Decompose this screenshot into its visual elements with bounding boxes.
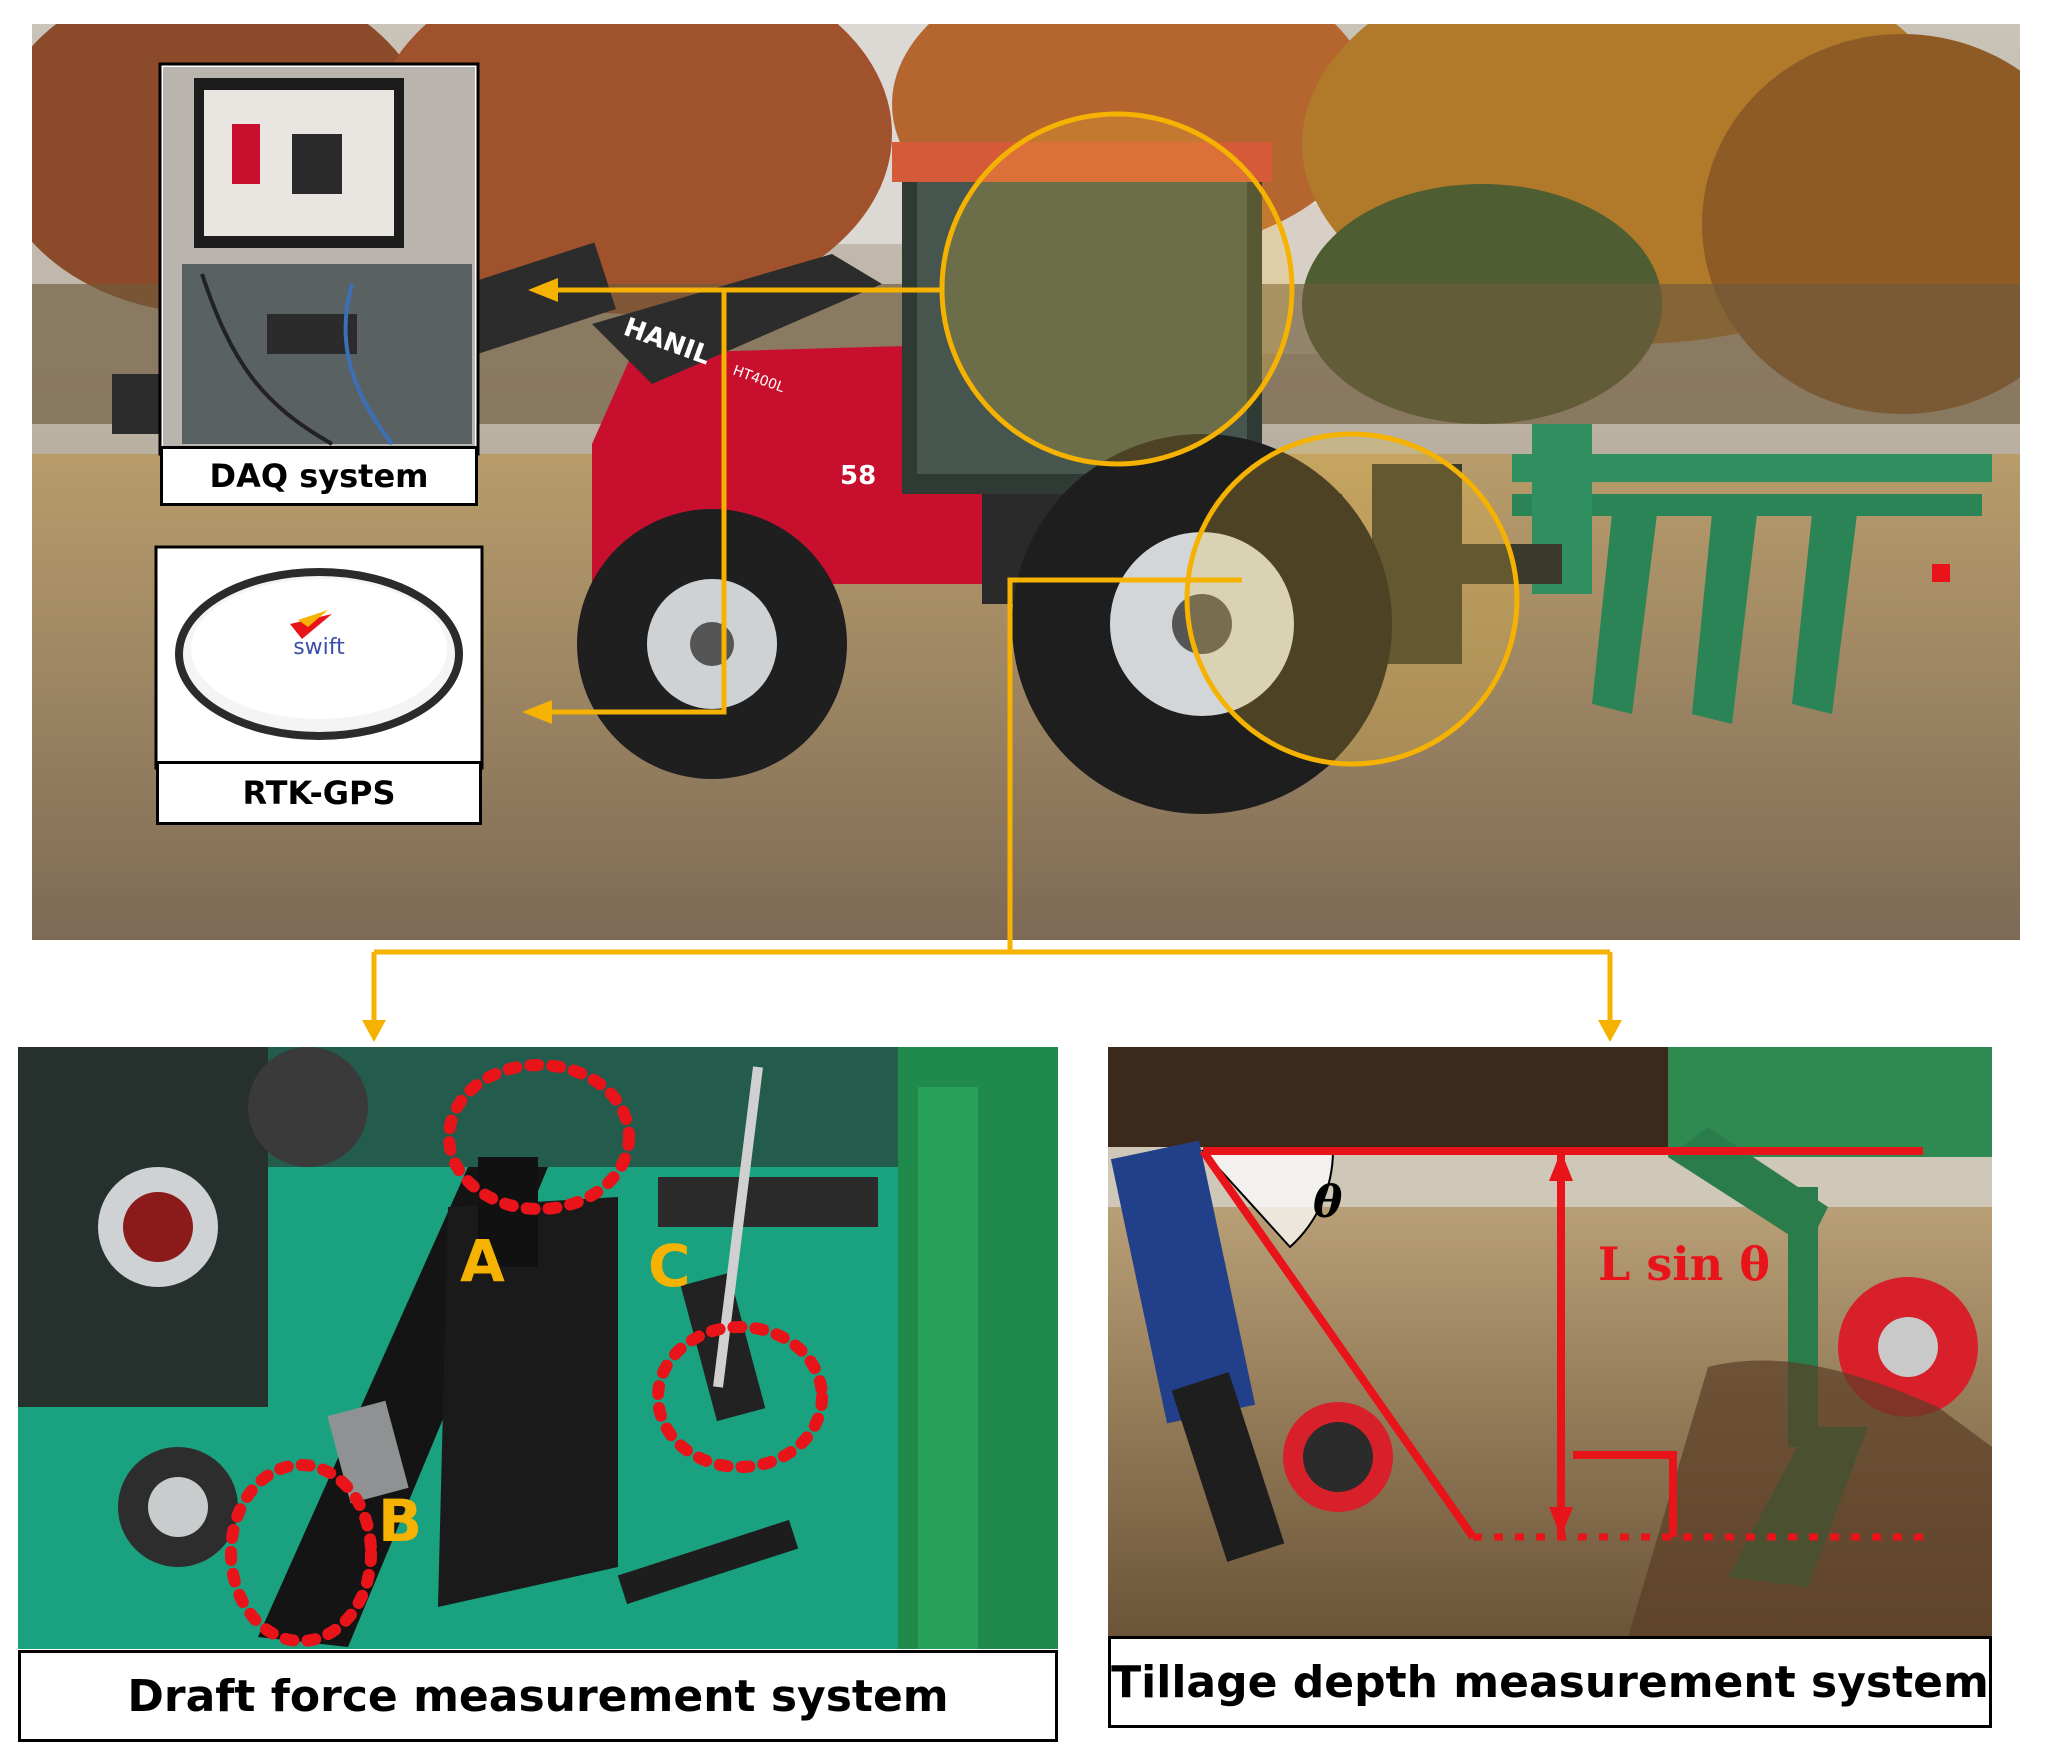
daq-inset-photo xyxy=(158,62,480,456)
point-b-letter: B xyxy=(378,1487,423,1555)
draft-arrowhead xyxy=(362,1020,386,1042)
gps-arrowhead xyxy=(522,700,552,724)
gps-label: RTK-GPS xyxy=(156,761,482,825)
tillage-depth-photo: θ L sin θ xyxy=(1108,1047,1992,1637)
draft-force-label: Draft force measurement system xyxy=(18,1650,1058,1742)
angle-wedge xyxy=(1200,1150,1335,1249)
gps-label-text: RTK-GPS xyxy=(242,774,396,812)
draft-hitch-scene xyxy=(18,1047,1058,1649)
point-c-letter: C xyxy=(648,1232,691,1300)
angle-theta-label: θ xyxy=(1313,1177,1343,1228)
tillage-depth-label-text: Tillage depth measurement system xyxy=(1111,1656,1989,1708)
tillage-measurement-lines xyxy=(1199,1147,1923,1540)
daq-label: DAQ system xyxy=(160,446,478,506)
sensor-point-a-circle xyxy=(443,1059,635,1215)
draft-force-label-text: Draft force measurement system xyxy=(127,1670,949,1722)
tractor-scene: HANIL HT400L 58 xyxy=(32,24,2020,940)
tillage-scene xyxy=(1108,1047,1992,1637)
sensor-point-b-circle xyxy=(225,1459,377,1647)
hood-number-text: 58 xyxy=(840,461,876,491)
tillage-depth-label: Tillage depth measurement system xyxy=(1108,1636,1992,1728)
depth-arrow-down xyxy=(1549,1507,1573,1537)
tillage-arrowhead xyxy=(1598,1020,1622,1042)
depth-formula-label: L sin θ xyxy=(1598,1237,1770,1291)
callout-connector-lines xyxy=(548,287,1242,940)
cab-callout-circle xyxy=(939,111,1295,467)
sensor-point-c-circle xyxy=(652,1321,828,1473)
gps-brand-text: swift xyxy=(293,635,345,660)
hitch-callout-circle xyxy=(1184,431,1520,767)
gps-inset-photo: swift xyxy=(154,545,484,770)
daq-arrowhead xyxy=(528,278,558,302)
tractor-field-photo: HANIL HT400L 58 xyxy=(32,24,2020,940)
point-a-letter: A xyxy=(460,1227,505,1295)
daq-label-text: DAQ system xyxy=(209,457,429,495)
depth-arrow-up xyxy=(1549,1151,1573,1181)
draft-force-photo: A B C xyxy=(18,1047,1058,1649)
lower-connector xyxy=(362,938,1622,1042)
